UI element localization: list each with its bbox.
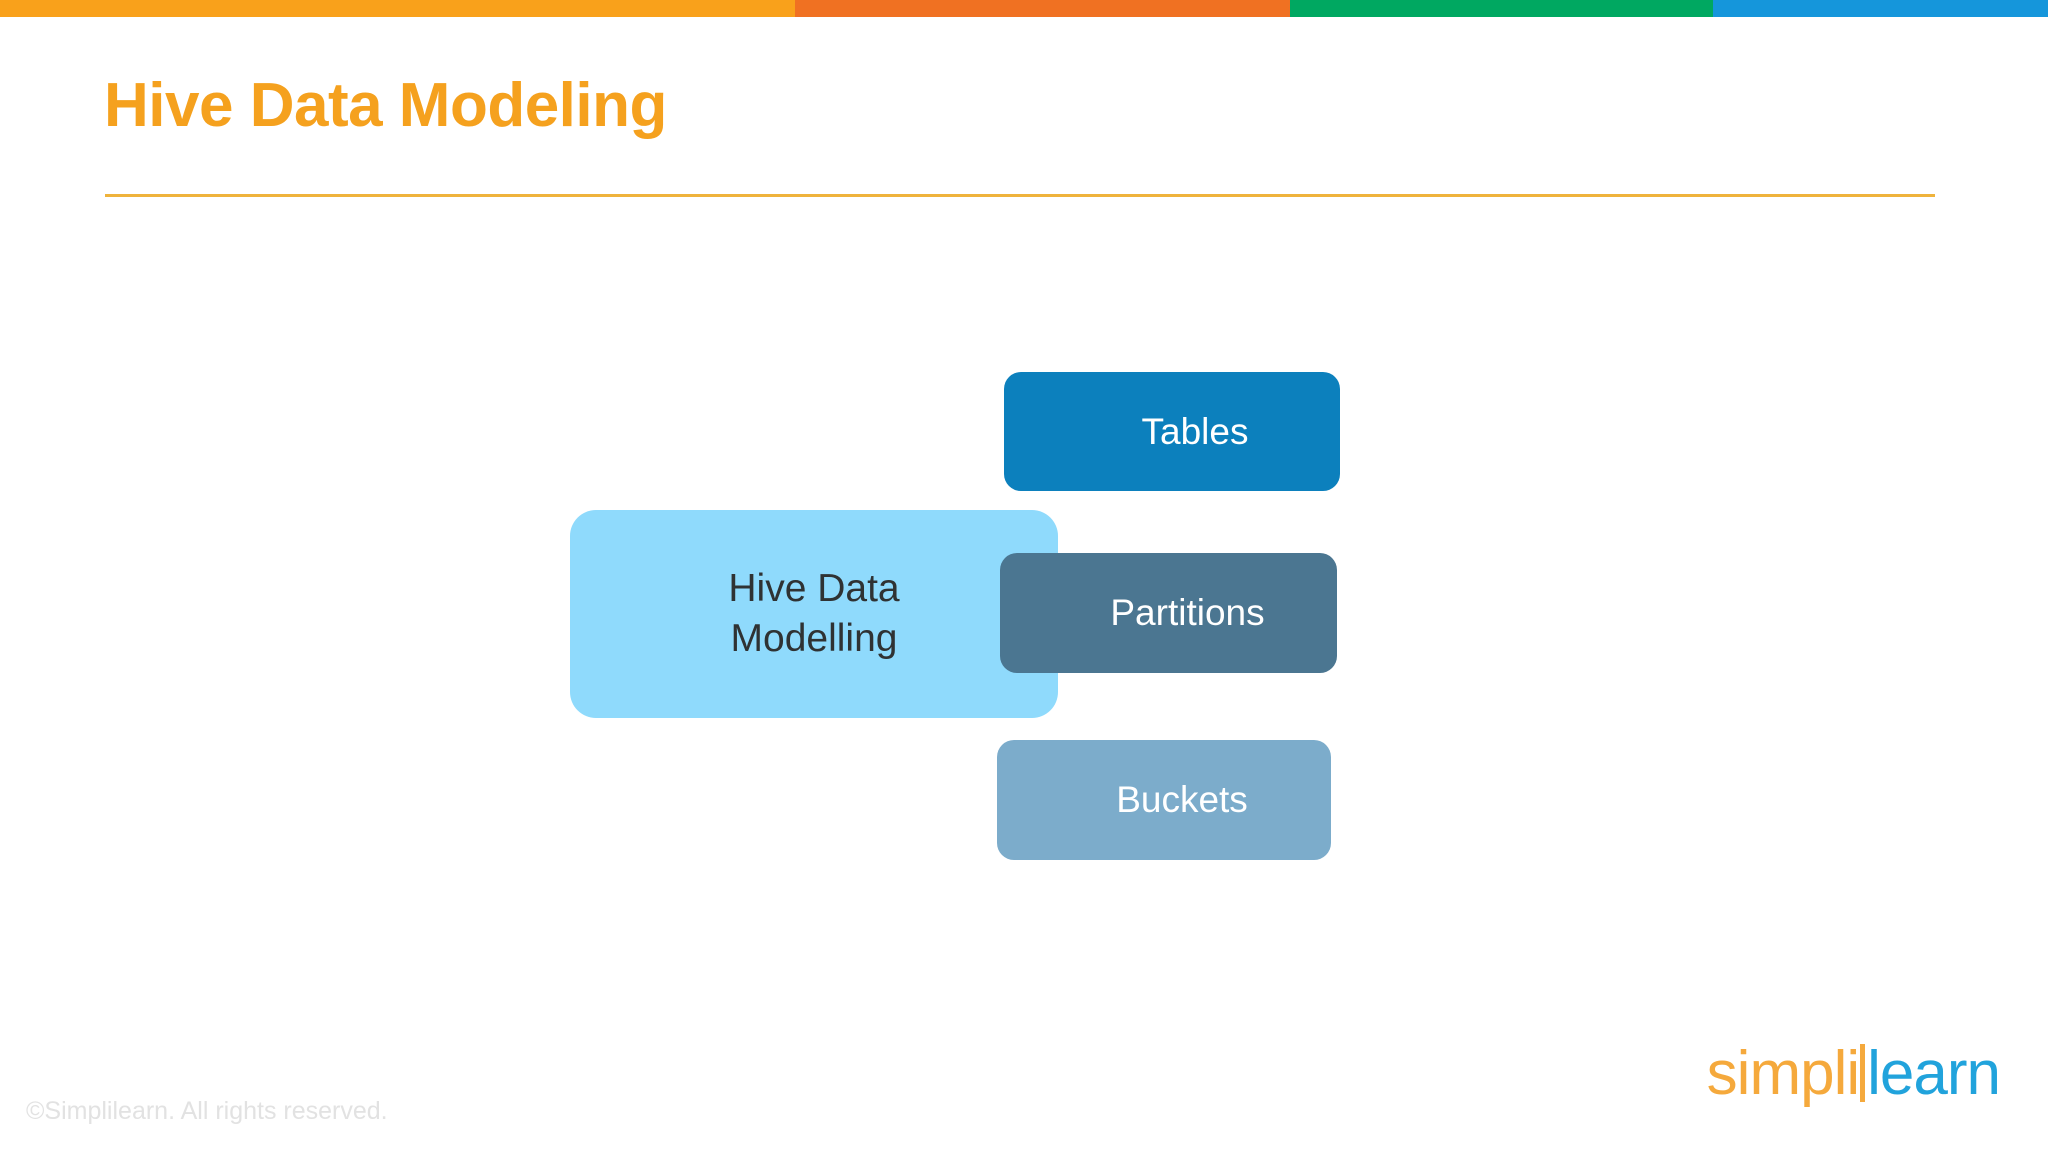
diagram-node-partitions[interactable]: Partitions	[1000, 553, 1337, 673]
diagram-node-tables-label: Tables	[1141, 410, 1249, 452]
diagram-node-root-label: Hive Data Modelling	[728, 564, 899, 664]
logo-text-simpli: simpli	[1706, 1039, 1860, 1108]
diagram-node-root-label-line1: Hive Data	[728, 567, 900, 611]
top-bar-segment-orange	[795, 0, 1290, 17]
diagram-node-partitions-label: Partitions	[1110, 592, 1265, 634]
diagram-node-buckets-label: Buckets	[1116, 779, 1248, 821]
top-bar-segment-green	[1290, 0, 1713, 17]
logo-text-learn: learn	[1867, 1039, 2001, 1108]
diagram-node-buckets[interactable]: Buckets	[997, 740, 1331, 860]
diagram-node-root-label-line2: Modelling	[730, 617, 898, 660]
page-title: Hive Data Modeling	[104, 71, 667, 140]
top-bar-segment-amber	[0, 0, 795, 17]
simplilearn-logo: simpli learn	[1707, 1036, 2001, 1108]
top-color-bar	[0, 0, 2048, 17]
diagram-node-tables[interactable]: Tables	[1004, 372, 1340, 491]
title-divider	[105, 194, 1935, 197]
copyright-text: ©Simplilearn. All rights reserved.	[26, 1097, 388, 1125]
top-bar-segment-blue	[1713, 0, 2048, 17]
diagram-node-root[interactable]: Hive Data Modelling	[570, 510, 1058, 718]
logo-divider-bar-icon	[1860, 1044, 1866, 1102]
